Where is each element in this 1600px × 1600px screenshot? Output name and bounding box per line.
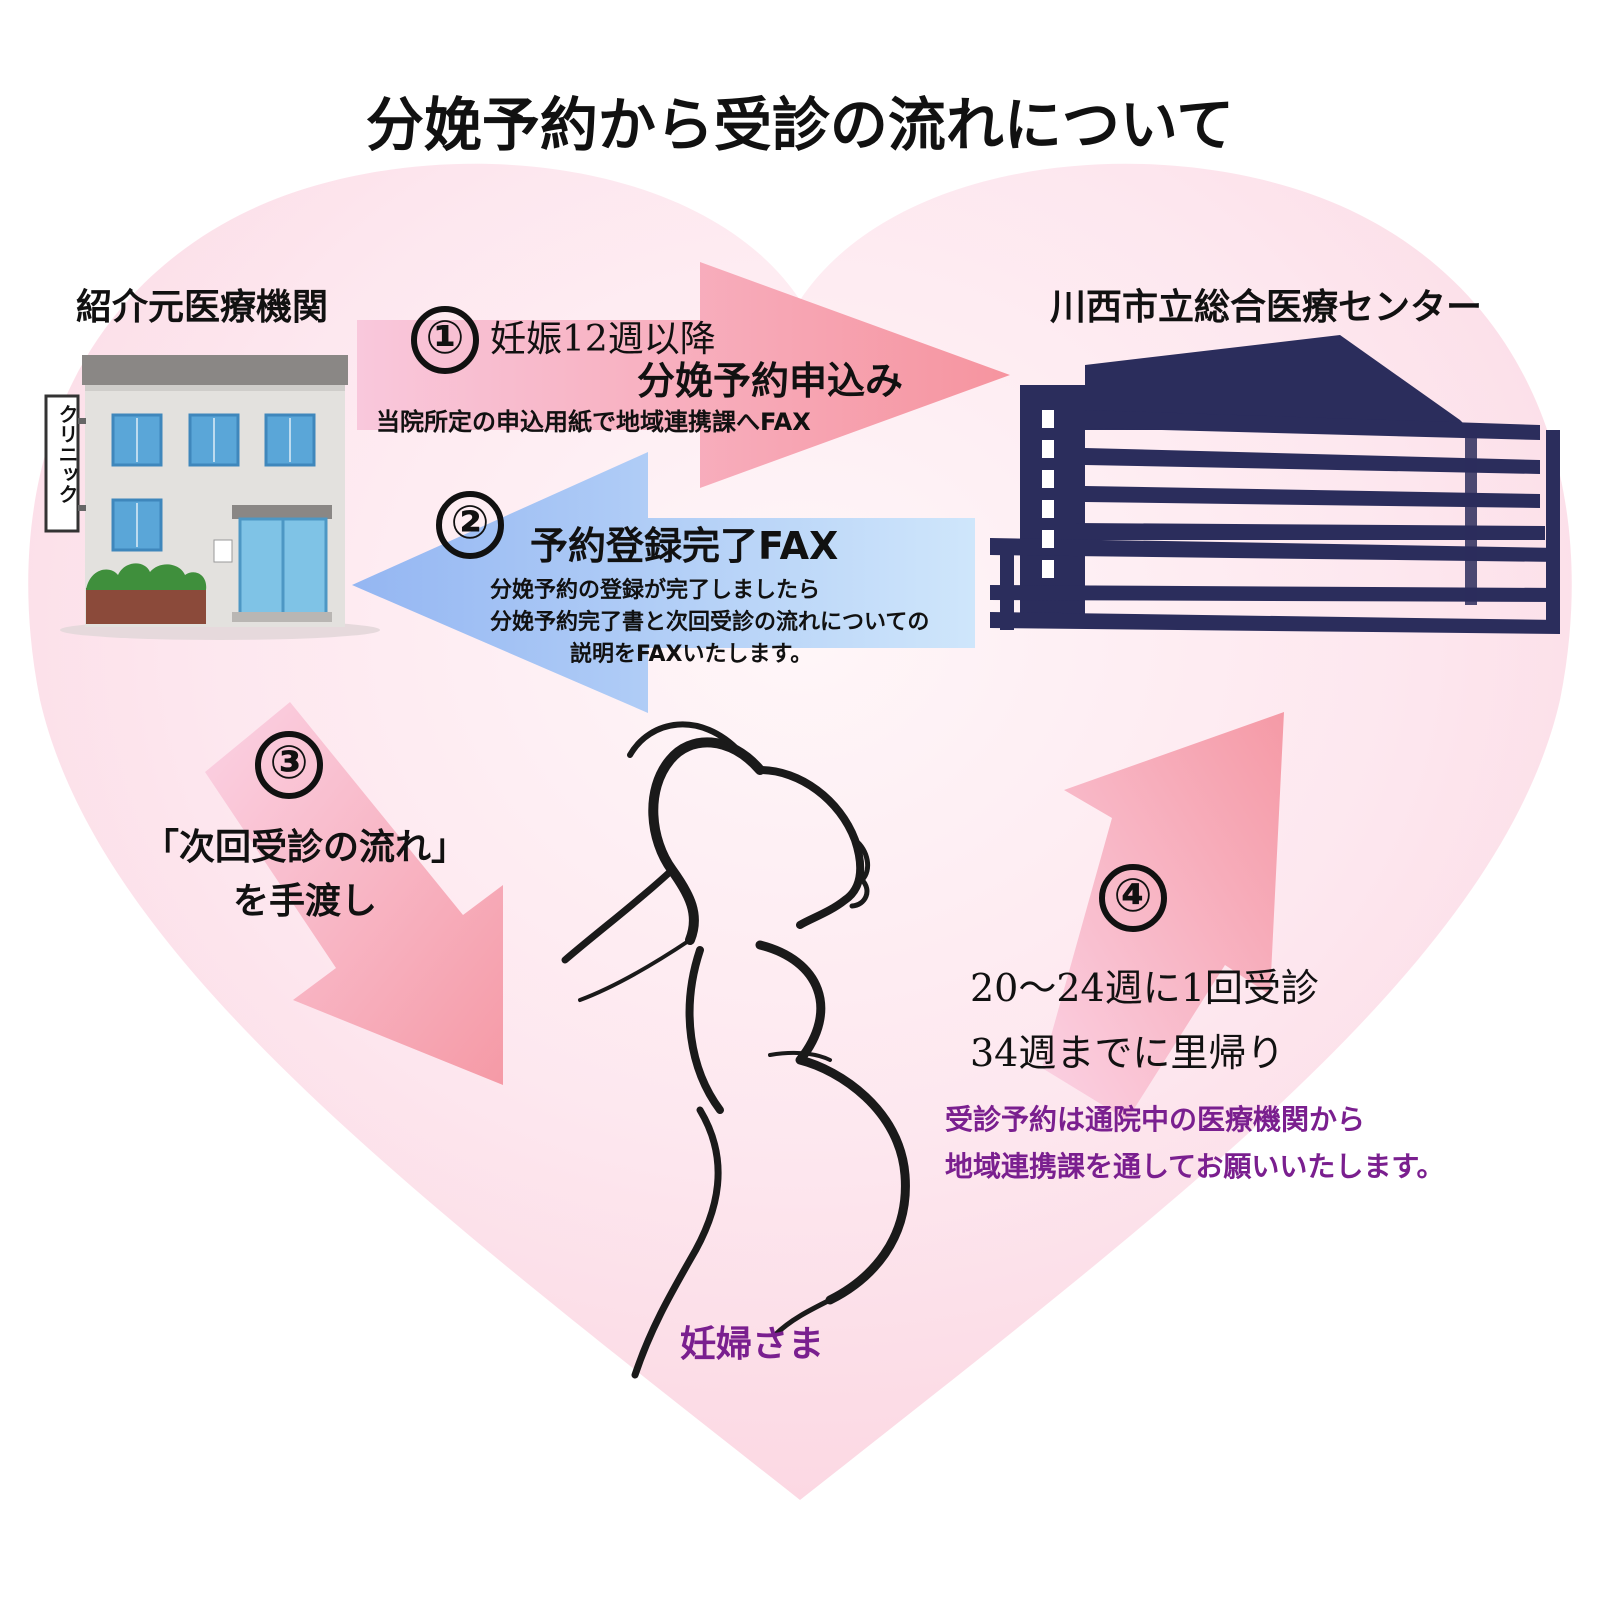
step4-line2: 34週までに里帰り xyxy=(970,1031,1285,1075)
step3-number: ③ xyxy=(269,735,309,789)
step2-line2: 分娩予約完了書と次回受診の流れについての xyxy=(490,610,930,635)
step-number-circles xyxy=(255,306,1167,932)
hospital-building-icon xyxy=(990,335,1560,634)
arrow-step1-icon xyxy=(357,262,1010,488)
circle-3-icon xyxy=(255,731,323,799)
step1-heading: 妊娠12週以降 xyxy=(490,319,716,360)
clinic-sign-label: クリニック xyxy=(55,404,79,504)
step4-note-line1: 受診予約は通院中の医療機関から xyxy=(945,1103,1366,1136)
circle-2-icon xyxy=(436,491,504,559)
clinic-building-icon xyxy=(44,355,380,640)
step2-line3: 説明をFAXいたします。 xyxy=(570,642,813,667)
referring-institution-label: 紹介元医療機関 xyxy=(76,287,329,328)
page-title: 分娩予約から受診の流れについて xyxy=(365,91,1235,159)
step4-number: ④ xyxy=(1113,868,1153,922)
arrow-step4-icon xyxy=(1042,712,1284,1120)
step1-subheading: 分娩予約申込み xyxy=(637,359,904,403)
step4-line1: 20～24週に1回受診 xyxy=(970,966,1319,1010)
circle-4-icon xyxy=(1099,864,1167,932)
step3-line1: 「次回受診の流れ」 xyxy=(143,827,468,868)
patient-label: 妊婦さま xyxy=(680,1324,825,1365)
arrow-step3-icon xyxy=(205,702,503,1085)
pregnant-woman-silhouette-icon xyxy=(561,721,910,1379)
hospital-label: 川西市立総合医療センター xyxy=(1050,287,1483,328)
step2-number: ② xyxy=(450,495,490,549)
step1-note: 当院所定の申込用紙で地域連携課へFAX xyxy=(376,408,811,436)
arrow-step2-icon xyxy=(352,452,975,713)
step1-number: ① xyxy=(425,310,465,364)
step4-note-line2: 地域連携課を通してお願いいたします。 xyxy=(945,1150,1445,1183)
step3-line2: を手渡し xyxy=(233,881,378,922)
circle-1-icon xyxy=(411,306,479,374)
step2-heading: 予約登録完了FAX xyxy=(530,524,839,568)
step2-line1: 分娩予約の登録が完了しましたら xyxy=(490,578,821,603)
